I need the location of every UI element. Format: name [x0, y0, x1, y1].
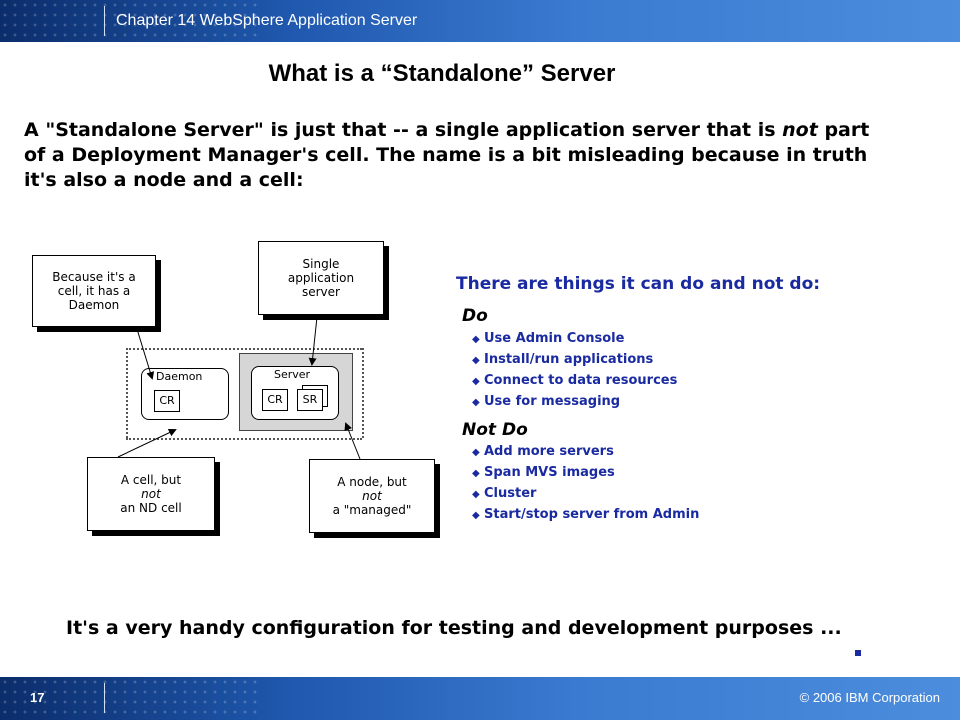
- diamond-bullet-icon: ◆: [472, 376, 480, 387]
- server-box: Server CR SR: [251, 366, 339, 420]
- callout-cell: A cell, but not an ND cell: [87, 457, 215, 531]
- server-cr-box: CR: [262, 389, 288, 411]
- callout-node-emphasis: not: [362, 489, 382, 503]
- list-item: ◆ Use for messaging: [472, 392, 677, 413]
- header-divider: [104, 6, 105, 36]
- callout-node-line2: a "managed": [332, 503, 412, 517]
- server-label: Server: [274, 368, 311, 381]
- list-item: ◆ Use Admin Console: [472, 329, 677, 350]
- intro-paragraph: A "Standalone Server" is just that -- a …: [24, 118, 874, 193]
- callout-single-server: Single application server: [258, 241, 384, 315]
- list-item: ◆ Span MVS images: [472, 463, 699, 484]
- page-number: 17: [30, 690, 45, 705]
- not-do-heading: Not Do: [462, 420, 528, 440]
- summary-text: It's a very handy configuration for test…: [66, 617, 842, 639]
- do-list: ◆ Use Admin Console ◆ Install/run applicat…: [472, 329, 677, 413]
- callout-single-line3: server: [301, 285, 340, 299]
- header-bar: Chapter 14 WebSphere Application Server: [0, 0, 960, 42]
- daemon-box: Daemon CR: [141, 368, 229, 420]
- diamond-bullet-icon: ◆: [472, 447, 480, 458]
- footer-dot-pattern: [0, 677, 260, 720]
- callout-cell-line1: A cell, but not: [120, 473, 181, 501]
- capabilities-title: There are things it can do and not do:: [456, 274, 821, 294]
- not-do-list: ◆ Add more servers ◆ Span MVS images ◆ Clus…: [472, 442, 699, 526]
- footer-bar: 17 © 2006 IBM Corporation: [0, 677, 960, 720]
- footer-divider: [104, 683, 105, 713]
- intro-text-part1: A "Standalone Server" is just that -- a …: [24, 119, 783, 141]
- callout-daemon-line1: Because it's a: [52, 270, 136, 284]
- callout-single-line2: application: [287, 271, 355, 285]
- intro-emphasis: not: [782, 119, 818, 141]
- server-sr-box: SR: [297, 389, 323, 411]
- chapter-title: Chapter 14 WebSphere Application Server: [116, 12, 418, 29]
- not-do-item-text: Add more servers: [484, 444, 614, 459]
- callout-cell-line2: an ND cell: [120, 501, 182, 515]
- header-dot-pattern: [0, 0, 260, 42]
- callout-cell-text: A cell, but: [120, 473, 182, 487]
- callout-node-text: A node, but: [337, 475, 407, 489]
- diamond-bullet-icon: ◆: [472, 334, 480, 345]
- daemon-cr-box: CR: [154, 390, 180, 412]
- list-item: ◆ Cluster: [472, 484, 699, 505]
- not-do-item-text: Start/stop server from Admin: [484, 507, 700, 522]
- do-item-text: Use Admin Console: [484, 331, 625, 346]
- slide-title: What is a “Standalone” Server: [268, 60, 616, 87]
- callout-daemon-line3: Daemon: [68, 298, 120, 312]
- do-item-text: Connect to data resources: [484, 373, 678, 388]
- diamond-bullet-icon: ◆: [472, 510, 480, 521]
- intro-text-part2: part of a Deployment Manager's cell. The…: [24, 119, 870, 191]
- do-heading: Do: [462, 306, 488, 326]
- cell-boundary-top: [126, 348, 362, 350]
- callout-node-line1: A node, but not: [333, 475, 412, 503]
- callout-daemon-line2: cell, it has a: [57, 284, 131, 298]
- callout-single-line1: Single: [302, 257, 340, 271]
- end-marker-icon: [855, 650, 861, 656]
- diamond-bullet-icon: ◆: [472, 397, 480, 408]
- cell-boundary-right: [362, 348, 364, 438]
- daemon-label: Daemon: [156, 370, 203, 383]
- cell-boundary-bottom: [126, 438, 362, 440]
- list-item: ◆ Start/stop server from Admin: [472, 505, 699, 526]
- callout-daemon: Because it's a cell, it has a Daemon: [32, 255, 156, 327]
- callout-cell-emphasis: not: [141, 487, 161, 501]
- do-item-text: Install/run applications: [484, 352, 654, 367]
- diamond-bullet-icon: ◆: [472, 489, 480, 500]
- list-item: ◆ Install/run applications: [472, 350, 677, 371]
- diamond-bullet-icon: ◆: [472, 355, 480, 366]
- not-do-item-text: Cluster: [484, 486, 537, 501]
- callout-node: A node, but not a "managed": [309, 459, 435, 533]
- list-item: ◆ Add more servers: [472, 442, 699, 463]
- diamond-bullet-icon: ◆: [472, 468, 480, 479]
- cell-boundary-left: [126, 348, 128, 438]
- list-item: ◆ Connect to data resources: [472, 371, 677, 392]
- not-do-item-text: Span MVS images: [484, 465, 615, 480]
- copyright: © 2006 IBM Corporation: [799, 690, 940, 705]
- do-item-text: Use for messaging: [484, 394, 621, 409]
